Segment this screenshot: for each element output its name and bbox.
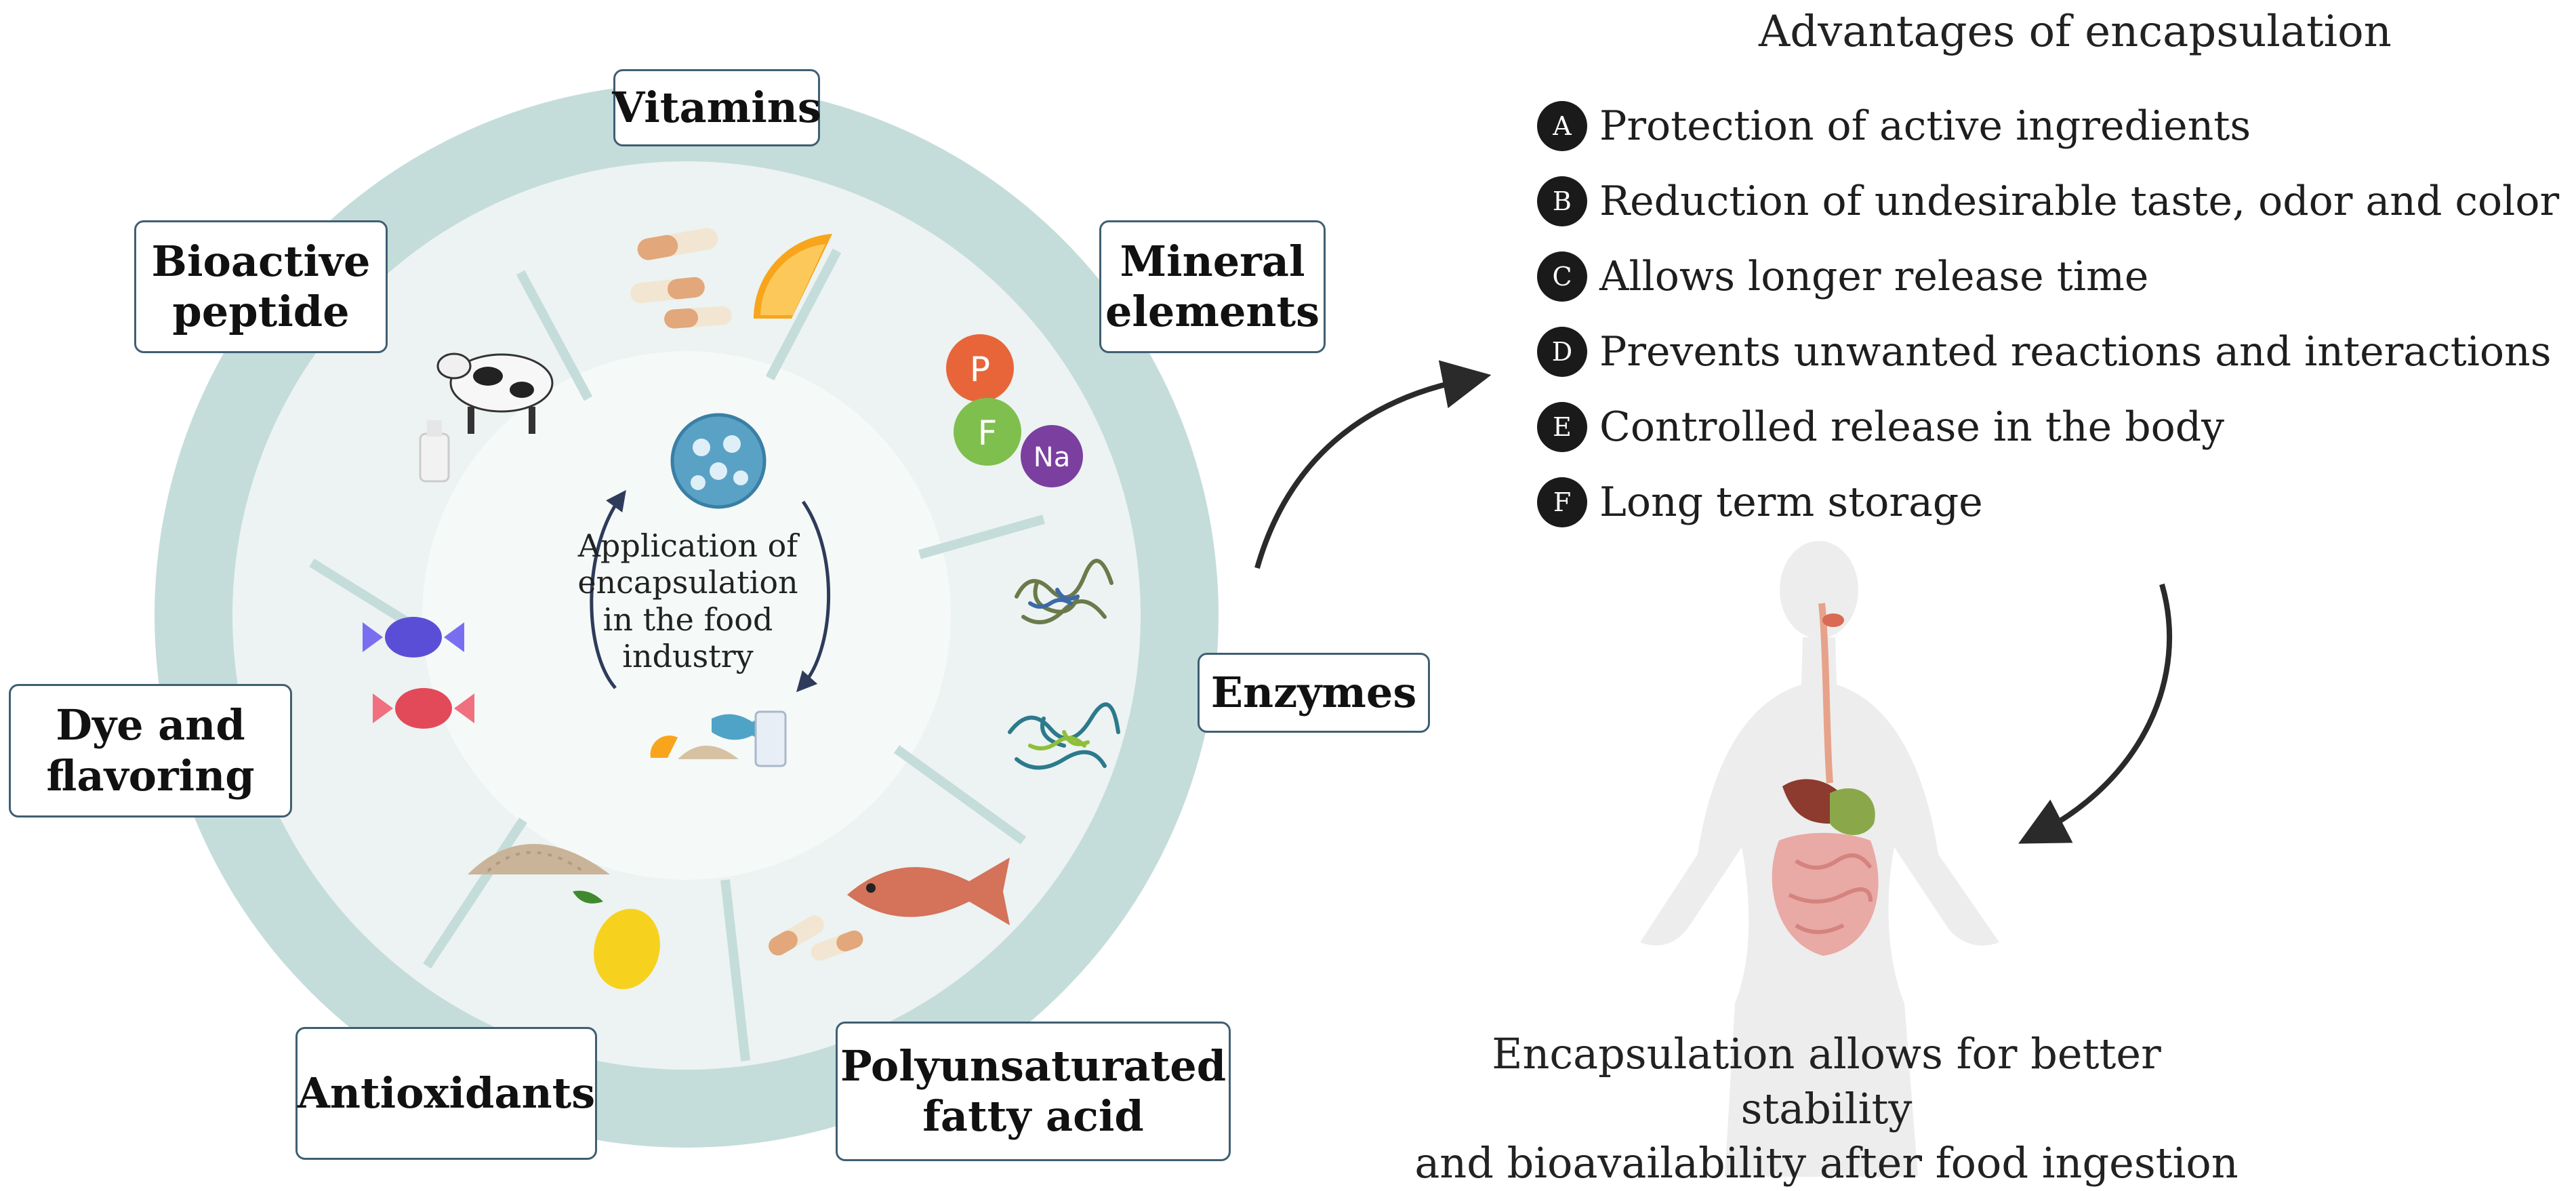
advantages-title: Advantages of encapsulation — [1759, 7, 2392, 57]
foods-icon — [650, 710, 787, 767]
advantage-badge: D — [1537, 326, 1587, 377]
advantage-item-d: D Prevents unwanted reactions and intera… — [1537, 314, 2559, 389]
advantage-badge: C — [1537, 251, 1587, 302]
mineral-na-label: Na — [1034, 442, 1070, 473]
antioxidants-icon — [468, 844, 660, 990]
advantage-text: Protection of active ingredients — [1599, 102, 2251, 150]
polyunsaturated-fatty-acid-label: Polyunsaturated fatty acid — [836, 1022, 1231, 1161]
mineral-elements-label: Mineral elements — [1099, 220, 1326, 353]
advantage-text: Prevents unwanted reactions and interact… — [1599, 327, 2552, 376]
advantage-text: Reduction of undesirable taste, odor and… — [1599, 177, 2560, 225]
mineral-p-label: P — [970, 350, 990, 389]
enzymes-label: Enzymes — [1198, 653, 1430, 733]
bioactive-peptide-label: Bioactive peptide — [134, 220, 388, 353]
advantage-badge: A — [1537, 100, 1587, 151]
microcapsule-icon — [670, 413, 766, 509]
cow-milk-icon — [419, 352, 554, 483]
center-arrow-right — [796, 500, 830, 693]
center-arrow-left — [590, 489, 626, 689]
candies-icon — [363, 617, 474, 729]
enzymes-icon — [1008, 559, 1120, 770]
conclusion-text: Encapsulation allows for better stabilit… — [1414, 1029, 2238, 1188]
advantage-badge: E — [1537, 401, 1587, 452]
advantage-item-e: E Controlled release in the body — [1537, 389, 2559, 464]
antioxidants-label: Antioxidants — [295, 1027, 597, 1160]
advantage-text: Allows longer release time — [1599, 252, 2149, 300]
human-body-figure — [1640, 541, 1999, 1177]
arrow-to-body — [2018, 583, 2173, 844]
advantage-badge: B — [1537, 176, 1587, 226]
advantages-list: A Protection of active ingredients B Red… — [1537, 88, 2559, 540]
advantage-badge: F — [1537, 477, 1587, 527]
minerals-icon: P F Na — [946, 334, 1083, 487]
advantage-item-f: F Long term storage — [1537, 464, 2559, 540]
advantage-item-a: A Protection of active ingredients — [1537, 88, 2559, 163]
arrow-to-advantages — [1254, 360, 1492, 569]
vitamins-label: Vitamins — [612, 69, 821, 146]
advantage-item-c: C Allows longer release time — [1537, 239, 2559, 314]
fatty-acid-icon — [769, 857, 1010, 961]
vitamins-icon — [630, 228, 832, 329]
center-title: Application of encapsulation in the food… — [577, 527, 798, 674]
dye-and-flavoring-label: Dye and flavoring — [9, 684, 292, 817]
center-disc — [422, 351, 951, 880]
mineral-f-label: F — [978, 413, 998, 453]
advantage-text: Controlled release in the body — [1599, 403, 2225, 451]
advantage-item-b: B Reduction of undesirable taste, odor a… — [1537, 163, 2559, 239]
advantage-text: Long term storage — [1599, 478, 1983, 526]
